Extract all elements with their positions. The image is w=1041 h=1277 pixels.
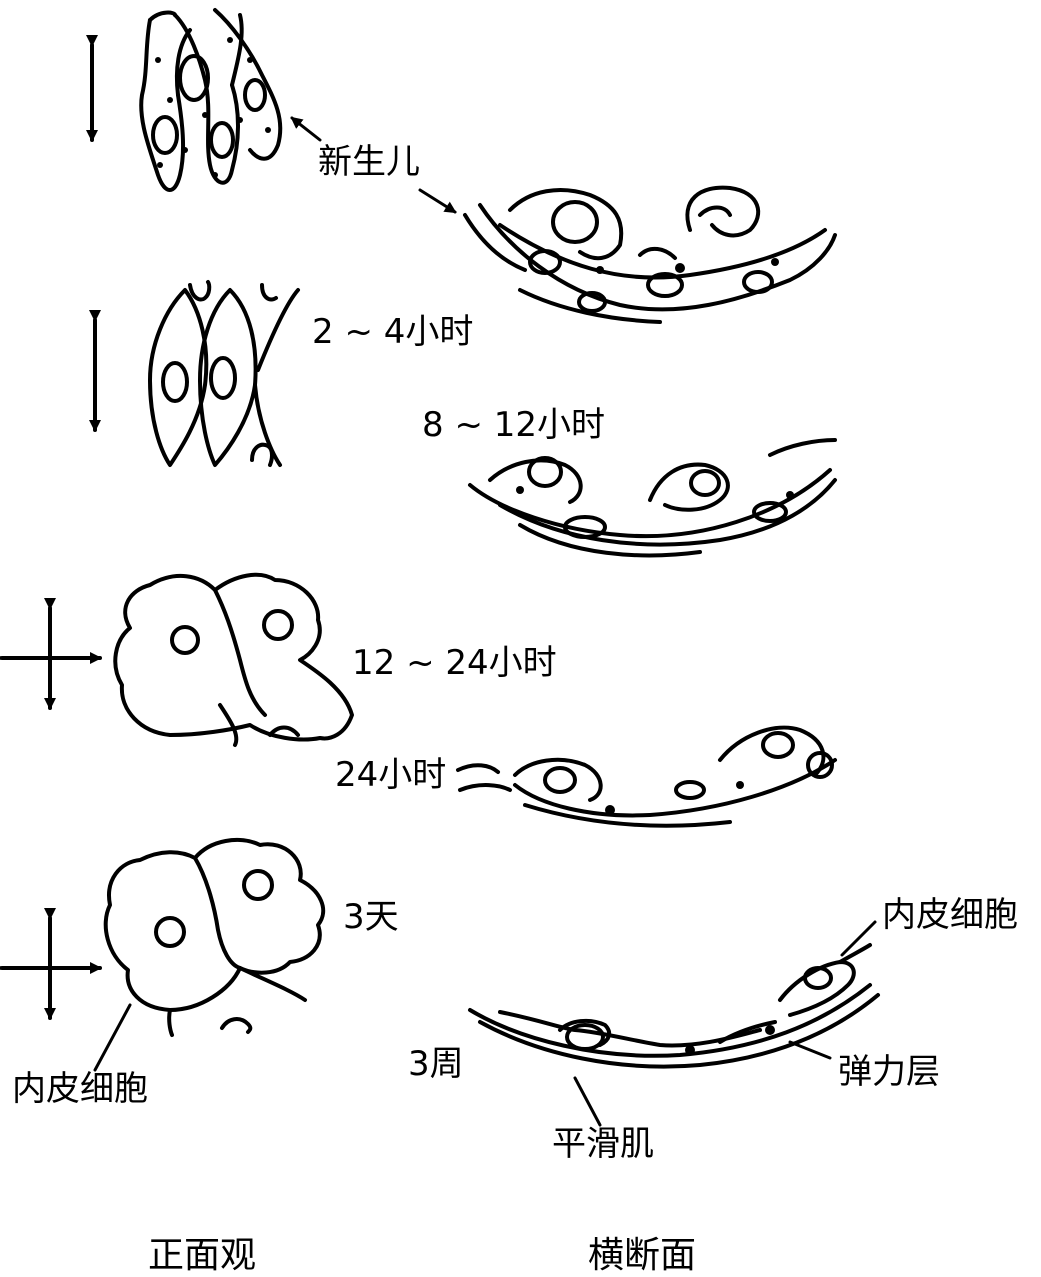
annotation-endothelial-section: 内皮细胞 bbox=[882, 895, 1018, 935]
label-12-24-hours: 12 ~ 24小时 bbox=[352, 643, 557, 683]
annotation-smooth-muscle: 平滑肌 bbox=[552, 1124, 654, 1164]
smooth-muscle-pointer bbox=[573, 1076, 602, 1127]
h8-12-section-cells bbox=[468, 438, 837, 558]
endothelial-section-pointer bbox=[840, 920, 877, 957]
d3-flow-arrow bbox=[0, 908, 102, 1020]
label-3-days: 3天 bbox=[343, 897, 399, 937]
label-3-weeks: 3周 bbox=[408, 1044, 464, 1084]
label-8-12-hours: 8 ~ 12小时 bbox=[422, 405, 605, 445]
label-newborn: 新生儿 bbox=[318, 142, 420, 182]
caption-front-view: 正面观 bbox=[148, 1235, 257, 1276]
annotation-endothelial-face: 内皮细胞 bbox=[12, 1069, 148, 1109]
newborn-section-cells bbox=[463, 185, 837, 324]
h2-4-front-cells bbox=[148, 280, 300, 467]
elastic-layer-pointer bbox=[788, 1040, 832, 1060]
h12-24-flow-arrow bbox=[0, 598, 102, 710]
label-2-4-hours: 2 ~ 4小时 bbox=[312, 312, 474, 352]
w3-section-cells bbox=[468, 943, 880, 1069]
caption-cross-section: 横断面 bbox=[588, 1235, 697, 1276]
newborn-front-pointer bbox=[290, 116, 322, 142]
h24-section-cells bbox=[456, 725, 837, 828]
label-24-hours: 24小时 bbox=[335, 755, 447, 795]
endothelial-face-pointer bbox=[93, 1003, 132, 1072]
h12-24-front-cells bbox=[113, 572, 354, 747]
newborn-front-cells bbox=[139, 8, 283, 192]
d3-front-cells bbox=[103, 837, 326, 1037]
annotation-elastic-layer: 弹力层 bbox=[838, 1052, 940, 1092]
newborn-section-pointer bbox=[418, 188, 457, 214]
